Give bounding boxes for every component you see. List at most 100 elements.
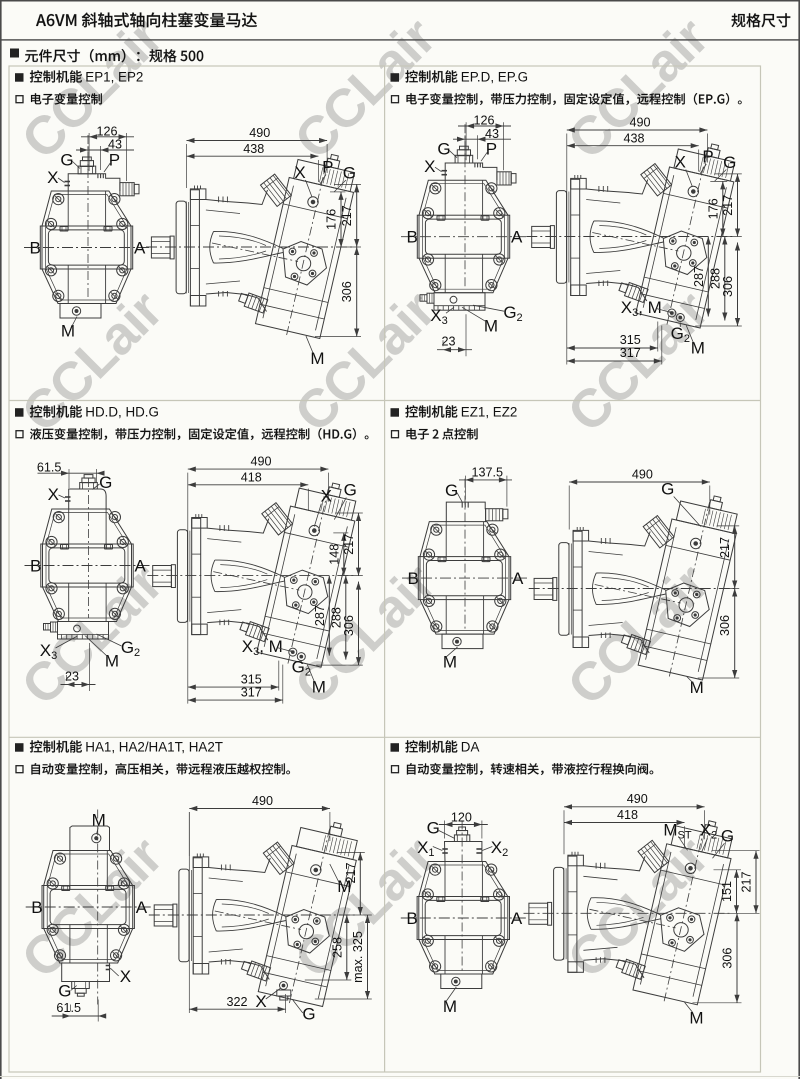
svg-text:217: 217: [344, 862, 358, 883]
svg-text:X: X: [48, 485, 59, 504]
svg-text:438: 438: [623, 131, 644, 145]
svg-text:306: 306: [721, 948, 735, 969]
svg-text:G: G: [60, 151, 73, 170]
svg-text:258: 258: [330, 937, 344, 958]
svg-text:B: B: [408, 569, 419, 588]
svg-text:M: M: [690, 678, 704, 697]
svg-text:217: 217: [718, 537, 732, 558]
svg-text:A: A: [135, 557, 147, 576]
svg-text:418: 418: [241, 470, 262, 484]
svg-text:G: G: [343, 163, 356, 182]
svg-text:A: A: [136, 898, 148, 917]
svg-text:176: 176: [325, 209, 339, 230]
svg-text:max. 325: max. 325: [351, 931, 365, 983]
svg-text:P: P: [322, 158, 333, 177]
svg-text:CCLair: CCLair: [10, 7, 174, 171]
svg-text:G: G: [99, 473, 112, 492]
svg-text:G: G: [437, 140, 450, 159]
svg-text:P: P: [109, 151, 120, 170]
svg-text:306: 306: [340, 281, 354, 302]
svg-text:217: 217: [721, 195, 735, 216]
svg-text:B: B: [30, 239, 41, 258]
svg-text:G: G: [58, 982, 71, 1001]
svg-text:B: B: [407, 228, 418, 247]
svg-text:G2: G2: [121, 638, 140, 659]
svg-text:287: 287: [692, 266, 706, 287]
svg-text:217: 217: [342, 534, 356, 555]
svg-text:23: 23: [65, 670, 79, 684]
svg-text:B: B: [406, 909, 417, 928]
svg-text:A: A: [511, 909, 523, 928]
svg-text:EZ1, EZ2: EZ1, EZ2: [461, 405, 518, 420]
svg-text:M: M: [92, 811, 106, 830]
svg-text:490: 490: [632, 467, 653, 481]
svg-text:G: G: [445, 481, 458, 500]
svg-text:CCLair: CCLair: [283, 280, 447, 444]
svg-text:HD.D, HD.G: HD.D, HD.G: [85, 405, 159, 420]
svg-text:B: B: [31, 898, 42, 917]
svg-text:288: 288: [708, 268, 722, 289]
svg-text:X2: X2: [491, 838, 508, 859]
svg-text:P: P: [486, 140, 497, 159]
svg-text:X: X: [424, 157, 435, 176]
svg-text:CCLair: CCLair: [283, 7, 447, 171]
svg-text:M: M: [312, 678, 326, 697]
svg-text:148: 148: [327, 544, 341, 565]
svg-text:HA1, HA2/HA1T, HA2T: HA1, HA2/HA1T, HA2T: [85, 740, 223, 755]
svg-text:A: A: [134, 239, 146, 258]
svg-text:61.5: 61.5: [56, 1001, 81, 1015]
svg-text:490: 490: [629, 115, 650, 129]
svg-text:217: 217: [740, 871, 754, 892]
svg-text:M: M: [691, 339, 705, 358]
svg-text:23: 23: [441, 335, 455, 349]
svg-text:M: M: [443, 653, 457, 672]
svg-text:306: 306: [718, 615, 732, 636]
svg-text:M: M: [337, 877, 351, 896]
svg-text:322: 322: [226, 995, 247, 1009]
svg-text:490: 490: [249, 126, 270, 140]
svg-text:X: X: [294, 163, 305, 182]
svg-text:490: 490: [627, 792, 648, 806]
svg-text:B: B: [30, 557, 41, 576]
svg-text:M: M: [484, 317, 498, 336]
svg-text:X: X: [120, 967, 131, 986]
svg-text:X2: X2: [700, 820, 717, 841]
svg-text:X1: X1: [417, 838, 434, 859]
svg-text:418: 418: [617, 808, 638, 822]
svg-text:M: M: [310, 349, 324, 368]
svg-text:X: X: [47, 168, 58, 187]
svg-text:A: A: [512, 569, 524, 588]
svg-text:M: M: [689, 1008, 703, 1027]
svg-text:M: M: [61, 322, 75, 341]
svg-text:306: 306: [342, 615, 356, 636]
svg-text:317: 317: [620, 346, 641, 360]
svg-text:M: M: [443, 997, 457, 1016]
svg-text:X3, M: X3, M: [242, 637, 283, 658]
svg-text:287: 287: [313, 605, 327, 626]
svg-text:315: 315: [241, 672, 262, 686]
svg-text:EP1, EP2: EP1, EP2: [85, 70, 143, 85]
svg-text:X3: X3: [430, 306, 447, 327]
svg-text:G: G: [723, 153, 736, 172]
svg-text:X3, M: X3, M: [621, 298, 662, 319]
svg-text:X: X: [321, 487, 332, 506]
svg-text:P: P: [702, 147, 713, 166]
svg-text:490: 490: [252, 794, 273, 808]
svg-text:G: G: [302, 1005, 315, 1024]
svg-text:137.5: 137.5: [472, 466, 504, 480]
svg-text:G: G: [721, 826, 734, 845]
svg-text:G: G: [427, 819, 440, 838]
svg-text:DA: DA: [461, 740, 480, 755]
svg-text:490: 490: [250, 455, 271, 469]
svg-text:G2: G2: [503, 303, 522, 324]
svg-text:61.5: 61.5: [37, 461, 62, 475]
svg-text:43: 43: [108, 138, 122, 152]
svg-text:288: 288: [329, 607, 343, 628]
svg-text:151: 151: [720, 881, 734, 902]
svg-text:126: 126: [96, 124, 117, 138]
svg-text:120: 120: [451, 810, 472, 824]
svg-text:G: G: [344, 481, 357, 500]
svg-text:G: G: [661, 480, 674, 499]
svg-text:43: 43: [485, 127, 499, 141]
svg-text:X: X: [675, 153, 686, 172]
